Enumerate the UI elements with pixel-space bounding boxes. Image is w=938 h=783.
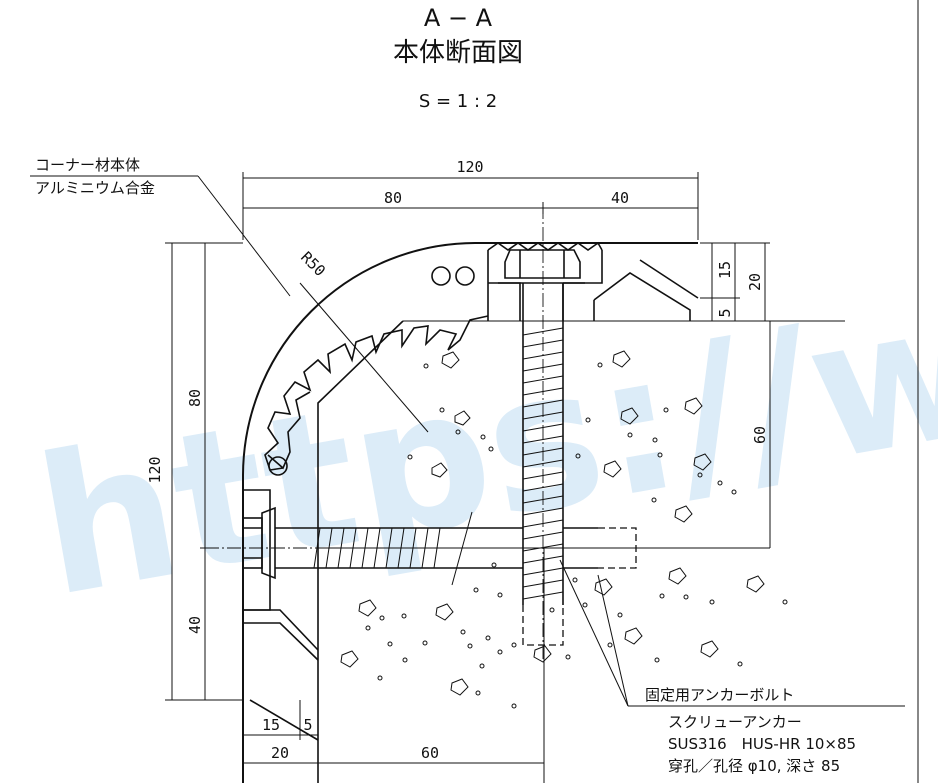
horizontal-anchor-bolt bbox=[205, 506, 640, 580]
dim-bottom-15: 15 bbox=[262, 716, 280, 734]
dim-bottom-20: 20 bbox=[271, 744, 289, 762]
dim-top-total: 120 bbox=[456, 158, 483, 176]
dim-left-120: 120 bbox=[146, 456, 164, 483]
dim-radius: R50 bbox=[297, 248, 329, 280]
dim-right-20: 20 bbox=[746, 273, 764, 291]
dim-bottom-5: 5 bbox=[303, 716, 312, 734]
anchor-label-line3: 穿孔／孔径 φ10, 深さ 85 bbox=[668, 757, 840, 775]
body-label-line2: アルミニウム合金 bbox=[35, 179, 155, 197]
leader-lines bbox=[30, 175, 905, 707]
dim-top-right: 40 bbox=[611, 189, 629, 207]
dim-left-80: 80 bbox=[186, 389, 204, 407]
concrete-aggregate bbox=[340, 350, 788, 709]
anchor-label-line1: スクリューアンカー bbox=[668, 713, 802, 731]
dim-bottom-60: 60 bbox=[421, 744, 439, 762]
drawing-title: 本体断面図 bbox=[393, 38, 523, 68]
anchor-label-title: 固定用アンカーボルト bbox=[645, 686, 794, 704]
dim-left-40: 40 bbox=[186, 616, 204, 634]
body-label-line1: コーナー材本体 bbox=[35, 156, 140, 174]
dim-right-5: 5 bbox=[716, 308, 734, 317]
dim-right-60: 60 bbox=[751, 426, 769, 444]
watermark-text: https://www bbox=[23, 195, 938, 640]
dim-right-15: 15 bbox=[716, 261, 734, 279]
watermark: https://www bbox=[23, 195, 938, 640]
dim-top-left: 80 bbox=[384, 189, 402, 207]
vertical-anchor-bolt bbox=[498, 205, 585, 660]
scale-label: S = 1 : 2 bbox=[419, 91, 497, 112]
anchor-label-line2: SUS316 HUS-HR 10×85 bbox=[668, 735, 856, 753]
dimension-lines bbox=[165, 172, 770, 783]
section-title: A − A bbox=[424, 4, 493, 32]
